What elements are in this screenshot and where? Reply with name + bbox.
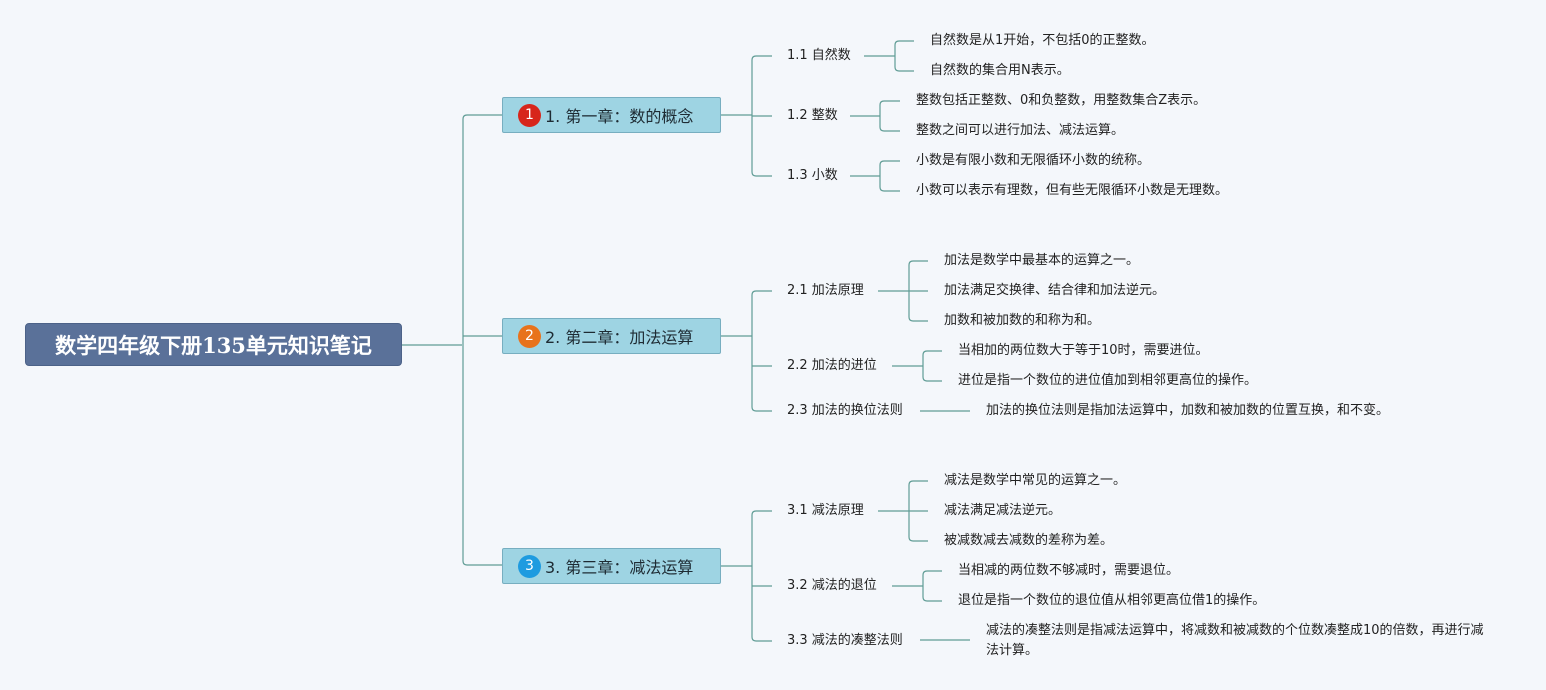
leaf-1-2-2[interactable]: 整数之间可以进行加法、减法运算。	[916, 123, 1125, 138]
leaf-1-3-1[interactable]: 小数是有限小数和无限循环小数的统称。	[916, 153, 1151, 168]
section-1-3[interactable]: 1.3 小数	[787, 168, 838, 183]
badge-3-icon: 3	[518, 554, 541, 578]
chapter-3-label: 3. 第三章：减法运算	[545, 558, 694, 577]
leaf-1-1-2[interactable]: 自然数的集合用N表示。	[930, 63, 1070, 78]
section-3-1[interactable]: 3.1 减法原理	[787, 503, 864, 518]
ch2-bracket	[751, 290, 772, 412]
leaf-2-1-2[interactable]: 加法满足交换律、结合律和加法逆元。	[944, 283, 1166, 298]
leaf-3-3-1[interactable]: 减法的凑整法则是指减法运算中，将减数和被减数的个位数凑整成10的倍数，再进行减法…	[986, 623, 1484, 658]
leaf-2-1-1[interactable]: 加法是数学中最基本的运算之一。	[944, 253, 1140, 268]
chapter-3-topic[interactable]: 3 3. 第三章：减法运算	[502, 548, 721, 584]
leaf-2-1-3[interactable]: 加数和被加数的和称为和。	[944, 313, 1101, 328]
leaf-3-2-2[interactable]: 退位是指一个数位的退位值从相邻更高位借1的操作。	[958, 593, 1266, 608]
section-2-3[interactable]: 2.3 加法的换位法则	[787, 403, 903, 418]
leaf-2-2-2[interactable]: 进位是指一个数位的进位值加到相邻更高位的操作。	[958, 373, 1258, 388]
root-topic[interactable]: 数学四年级下册135单元知识笔记	[25, 323, 402, 366]
badge-1-icon: 1	[518, 103, 541, 127]
s22-bracket	[922, 350, 942, 382]
chapter-1-topic[interactable]: 1 1. 第一章：数的概念	[502, 97, 721, 133]
section-3-2[interactable]: 3.2 减法的退位	[787, 578, 877, 593]
leaf-3-1-3[interactable]: 被减数减去减数的差称为差。	[944, 533, 1114, 548]
leaf-1-1-1[interactable]: 自然数是从1开始，不包括0的正整数。	[930, 33, 1155, 48]
leaf-3-1-2[interactable]: 减法满足减法逆元。	[944, 503, 1062, 518]
section-1-1[interactable]: 1.1 自然数	[787, 48, 851, 63]
leaf-1-3-2[interactable]: 小数可以表示有理数，但有些无限循环小数是无理数。	[916, 183, 1229, 198]
chapter-2-label: 2. 第二章：加法运算	[545, 328, 694, 347]
chapter-1-label: 1. 第一章：数的概念	[545, 107, 694, 126]
badge-2-icon: 2	[518, 324, 541, 348]
section-1-2[interactable]: 1.2 整数	[787, 108, 838, 123]
section-2-2[interactable]: 2.2 加法的进位	[787, 358, 877, 373]
s12-bracket	[879, 100, 900, 132]
chapter-2-topic[interactable]: 2 2. 第二章：加法运算	[502, 318, 721, 354]
s13-bracket	[879, 160, 900, 192]
section-3-3[interactable]: 3.3 减法的凑整法则	[787, 633, 903, 648]
leaf-2-3-1[interactable]: 加法的换位法则是指加法运算中，加数和被加数的位置互换，和不变。	[986, 403, 1390, 418]
s32-bracket	[922, 570, 942, 602]
root-bracket	[462, 114, 502, 566]
leaf-1-2-1[interactable]: 整数包括正整数、0和负整数，用整数集合Z表示。	[916, 93, 1207, 108]
ch3-bracket	[751, 510, 772, 642]
section-2-1[interactable]: 2.1 加法原理	[787, 283, 864, 298]
s11-bracket	[894, 40, 914, 72]
leaf-3-2-1[interactable]: 当相减的两位数不够减时，需要退位。	[958, 563, 1180, 578]
leaf-2-2-1[interactable]: 当相加的两位数大于等于10时，需要进位。	[958, 343, 1209, 358]
leaf-3-1-1[interactable]: 减法是数学中常见的运算之一。	[944, 473, 1127, 488]
